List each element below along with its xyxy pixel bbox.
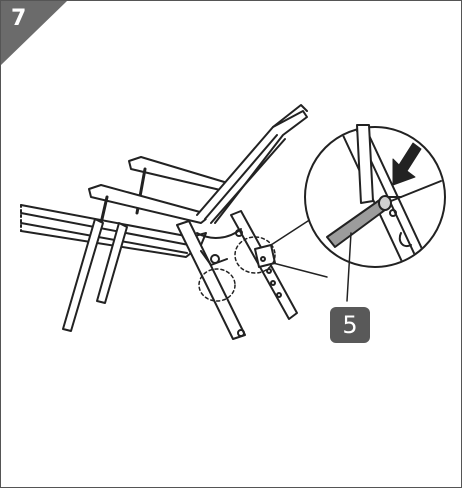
front-legs: [62, 218, 128, 332]
push-arrow-icon: [392, 142, 422, 186]
hinge-area: [196, 228, 243, 266]
step-tab-shape: [1, 1, 67, 65]
highlight-circles: [198, 236, 276, 302]
part-number-label: 5: [330, 307, 370, 343]
backrest-frame: [196, 104, 308, 224]
magnifier-leaders: [270, 218, 328, 278]
seat-sling: [20, 204, 207, 258]
step-corner-tab: [1, 1, 73, 69]
magnifier-detail: [304, 124, 446, 302]
step-number: 7: [11, 6, 27, 31]
